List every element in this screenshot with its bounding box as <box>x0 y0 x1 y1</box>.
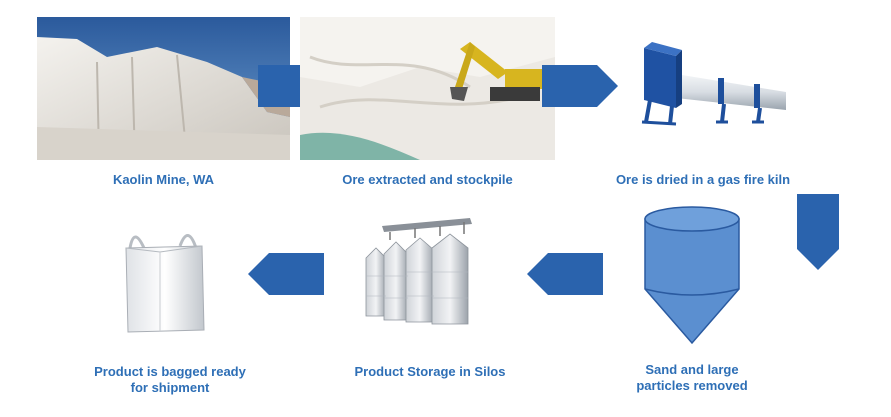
rotary-kiln-illustration <box>636 38 796 126</box>
flow-arrow-left-2 <box>248 253 324 295</box>
flow-arrow-right-2 <box>542 65 618 107</box>
flow-arrow-down <box>797 194 839 270</box>
bulk-bag-illustration <box>120 222 210 334</box>
flow-arrow-left-1 <box>527 253 603 295</box>
step-label-kiln: Ore is dried in a gas fire kiln <box>615 172 791 187</box>
step-label-bagged: Product is bagged ready for shipment <box>94 364 246 395</box>
step-label-silos: Product Storage in Silos <box>354 364 506 379</box>
kaolin-mine-photo <box>37 17 290 160</box>
step-label-extraction: Ore extracted and stockpile <box>342 172 513 187</box>
cyclone-separator-illustration <box>644 205 740 345</box>
step-label-sand-removal: Sand and large particles removed <box>636 362 748 393</box>
silos-illustration <box>360 216 490 326</box>
step-label-mine: Kaolin Mine, WA <box>112 172 215 187</box>
excavator-quarry-photo <box>300 17 555 160</box>
